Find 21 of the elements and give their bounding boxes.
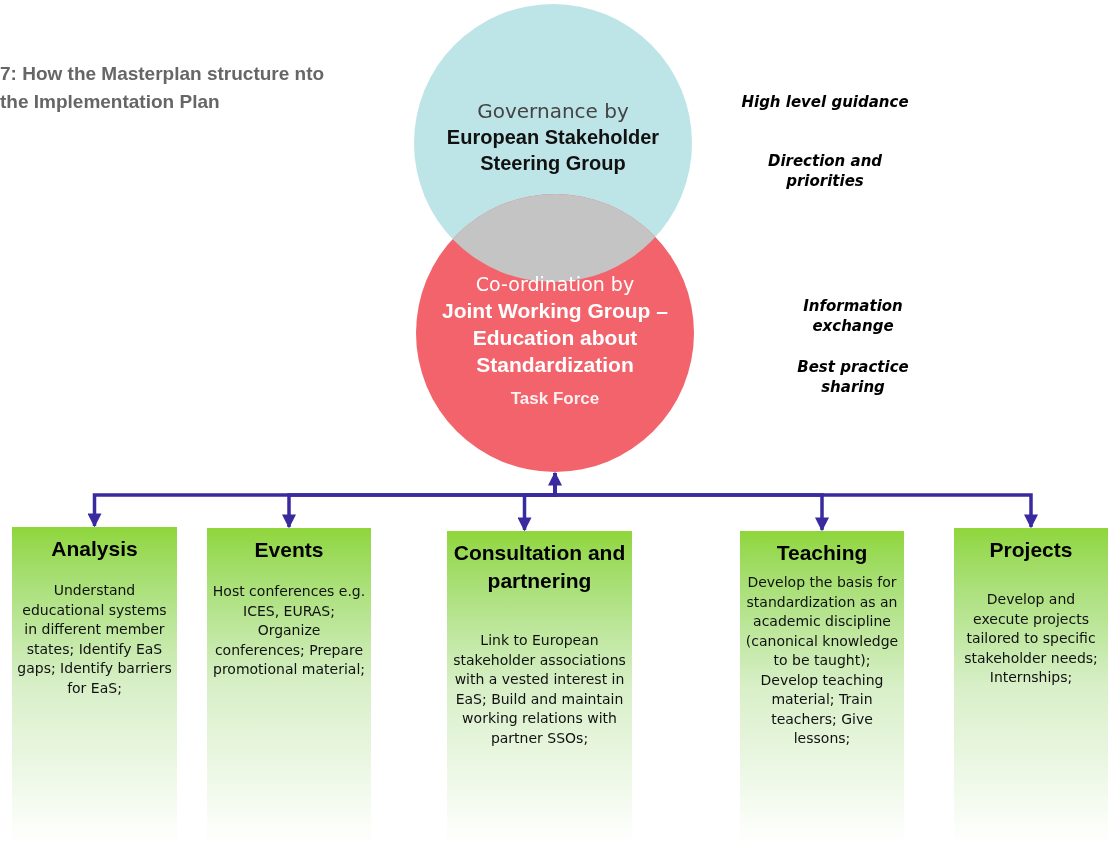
note-text: Direction and priorities xyxy=(766,151,884,191)
card-heading: Events xyxy=(254,537,324,563)
card-description: Understand educational systems in different member states; Identify EaS gaps; Identify barriers for EaS; xyxy=(16,581,173,698)
circle-caption: Task Force xyxy=(510,388,600,410)
card-heading: Projects xyxy=(989,537,1073,563)
card-heading: Consultation and partnering xyxy=(452,540,627,594)
circle-subtitle: Governance by xyxy=(477,98,629,124)
circle-subtitle: Co-ordination by xyxy=(475,272,635,297)
figure-title: 7: How the Masterplan structure nto the Implementation Plan xyxy=(0,62,326,114)
note-text: High level guidance xyxy=(740,92,910,112)
card-description: Develop the basis for standardization as an academic discipline (canonical knowledge to be taught); Develop teaching material; Train teachers; Give lessons; xyxy=(744,573,900,748)
card-description: Link to European stakeholder associations with a vested interest in EaS; Build and maintain working relations with partner SSOs; xyxy=(452,631,627,748)
card-heading: Analysis xyxy=(51,536,138,562)
card-description: Host conferences e.g. ICES, EURAS; Organize conferences; Prepare promotional material; xyxy=(211,582,367,679)
circle-title: Joint Working Group – Education about Standardization xyxy=(441,298,669,378)
circle-title: European Stakeholder Steering Group xyxy=(445,125,661,176)
note-text: Information exchange xyxy=(802,296,904,336)
note-text: Best practice sharing xyxy=(796,357,910,397)
card-heading: Teaching xyxy=(776,540,868,566)
connector-arrow xyxy=(553,473,1038,529)
card-description: Develop and execute projects tailored to specific stakeholder needs; Internships; xyxy=(963,590,1099,687)
